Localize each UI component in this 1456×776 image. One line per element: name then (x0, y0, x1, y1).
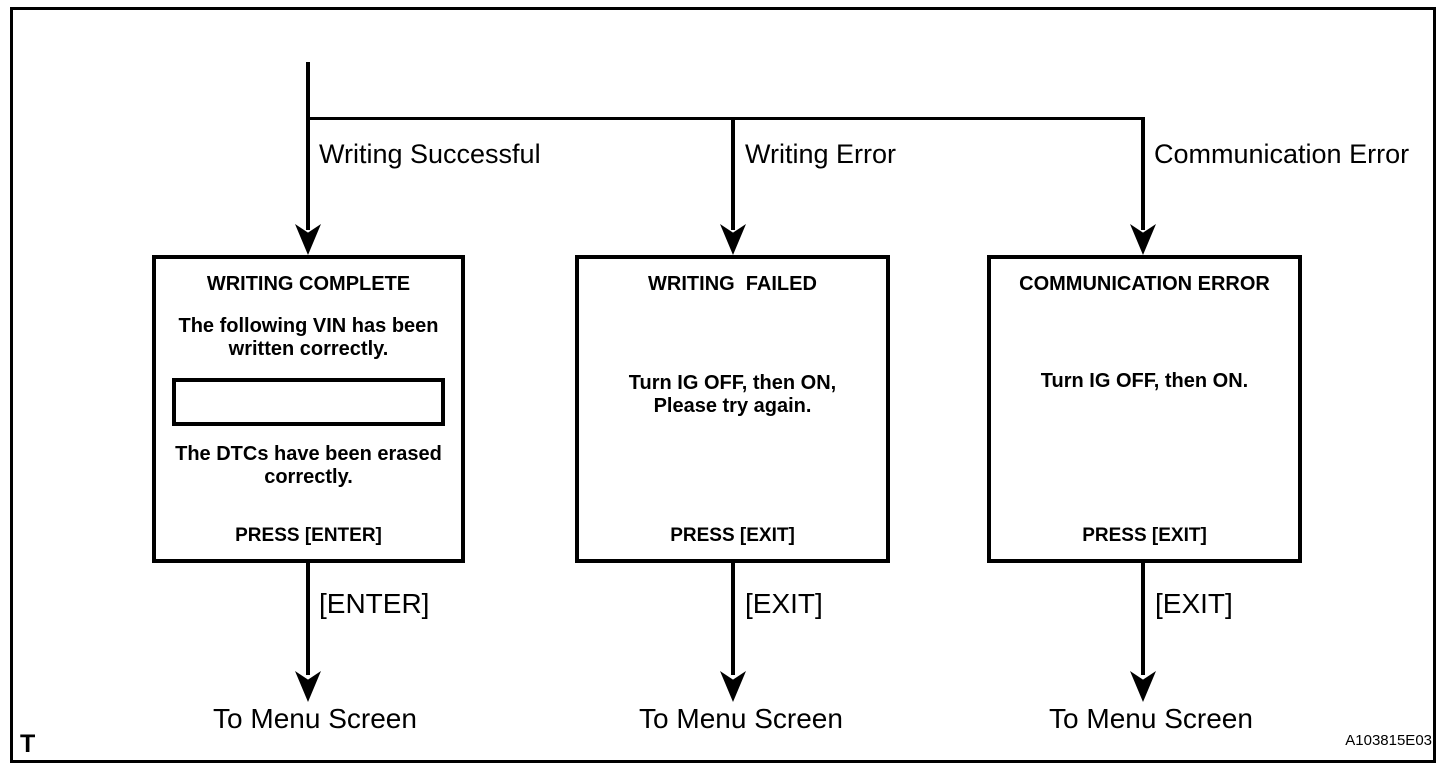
branch-drop-line-middle (731, 117, 735, 230)
screen-title: WRITING FAILED (648, 273, 817, 295)
flow-stem-line (306, 62, 310, 230)
exit-arrow-line-right (1141, 563, 1145, 675)
figure-marker: T (20, 730, 36, 758)
screen-press-label: PRESS [EXIT] (1082, 525, 1207, 546)
screen-message-bottom: The DTCs have been erased correctly. (175, 443, 442, 488)
figure-id: A103815E03 (1345, 732, 1432, 749)
screen-press-label: PRESS [EXIT] (670, 525, 795, 546)
key-press-label-exit-right: [EXIT] (1155, 588, 1233, 619)
branch-condition-label-communication-error: Communication Error (1154, 139, 1410, 169)
destination-label-left: To Menu Screen (213, 703, 417, 734)
screen-box-communication-error: COMMUNICATION ERROR Turn IG OFF, then ON… (987, 255, 1302, 563)
figure-border-frame (10, 7, 1436, 763)
screen-title: WRITING COMPLETE (206, 273, 411, 295)
branch-condition-label-writing-error: Writing Error (745, 139, 897, 169)
key-press-label-enter: [ENTER] (319, 588, 430, 619)
branch-condition-label-writing-successful: Writing Successful (319, 139, 541, 169)
destination-label-middle: To Menu Screen (639, 703, 843, 734)
exit-arrow-line-left (306, 563, 310, 675)
vin-display-field (172, 378, 445, 426)
screen-title: COMMUNICATION ERROR (1019, 273, 1270, 295)
exit-arrow-line-middle (731, 563, 735, 675)
screen-message: Turn IG OFF, then ON, Please try again. (628, 372, 837, 417)
destination-label-right: To Menu Screen (1049, 703, 1253, 734)
screen-press-label: PRESS [ENTER] (235, 525, 382, 546)
key-press-label-exit-middle: [EXIT] (745, 588, 823, 619)
branch-connector-line (306, 117, 1145, 120)
screen-message-top: The following VIN has been written corre… (178, 315, 439, 360)
screen-box-writing-failed: WRITING FAILED Turn IG OFF, then ON, Ple… (575, 255, 890, 563)
screen-message: Turn IG OFF, then ON. (1040, 370, 1249, 392)
branch-drop-line-right (1141, 117, 1145, 230)
screen-box-writing-complete: WRITING COMPLETE The following VIN has b… (152, 255, 465, 563)
